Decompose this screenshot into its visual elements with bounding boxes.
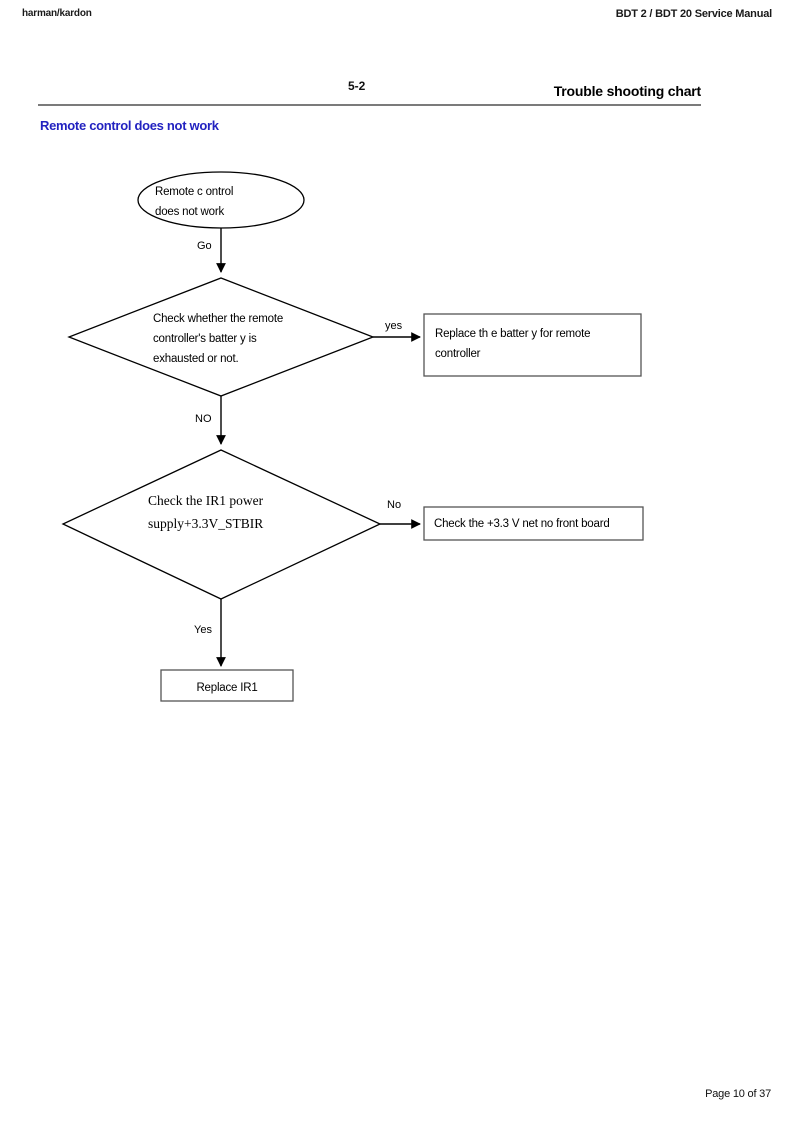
node-action-replace-ir1-box bbox=[160, 669, 294, 702]
node-start-ellipse bbox=[137, 171, 305, 229]
edge-label-battery-no: NO bbox=[195, 413, 212, 425]
header-rule bbox=[38, 104, 701, 106]
section-number: 5-2 bbox=[348, 79, 366, 93]
brand-label: harman/kardon bbox=[22, 8, 92, 19]
edge-label-ir1-no: No bbox=[387, 499, 402, 511]
node-decision-battery-diamond bbox=[67, 277, 375, 397]
node-action-check-net-box bbox=[423, 506, 644, 541]
edge-label-battery-yes: yes bbox=[385, 320, 403, 332]
node-action-replace-battery-box bbox=[423, 313, 642, 377]
section-title: Trouble shooting chart bbox=[553, 83, 701, 99]
page-heading: Remote control does not work bbox=[40, 118, 219, 133]
manual-title-label: BDT 2 / BDT 20 Service Manual bbox=[615, 8, 772, 20]
edge-label-ir1-yes: Yes bbox=[194, 624, 212, 636]
edge-label-go: Go bbox=[197, 240, 212, 252]
node-decision-ir1-power-diamond bbox=[61, 449, 382, 600]
page-footer: Page 10 of 37 bbox=[705, 1088, 771, 1100]
